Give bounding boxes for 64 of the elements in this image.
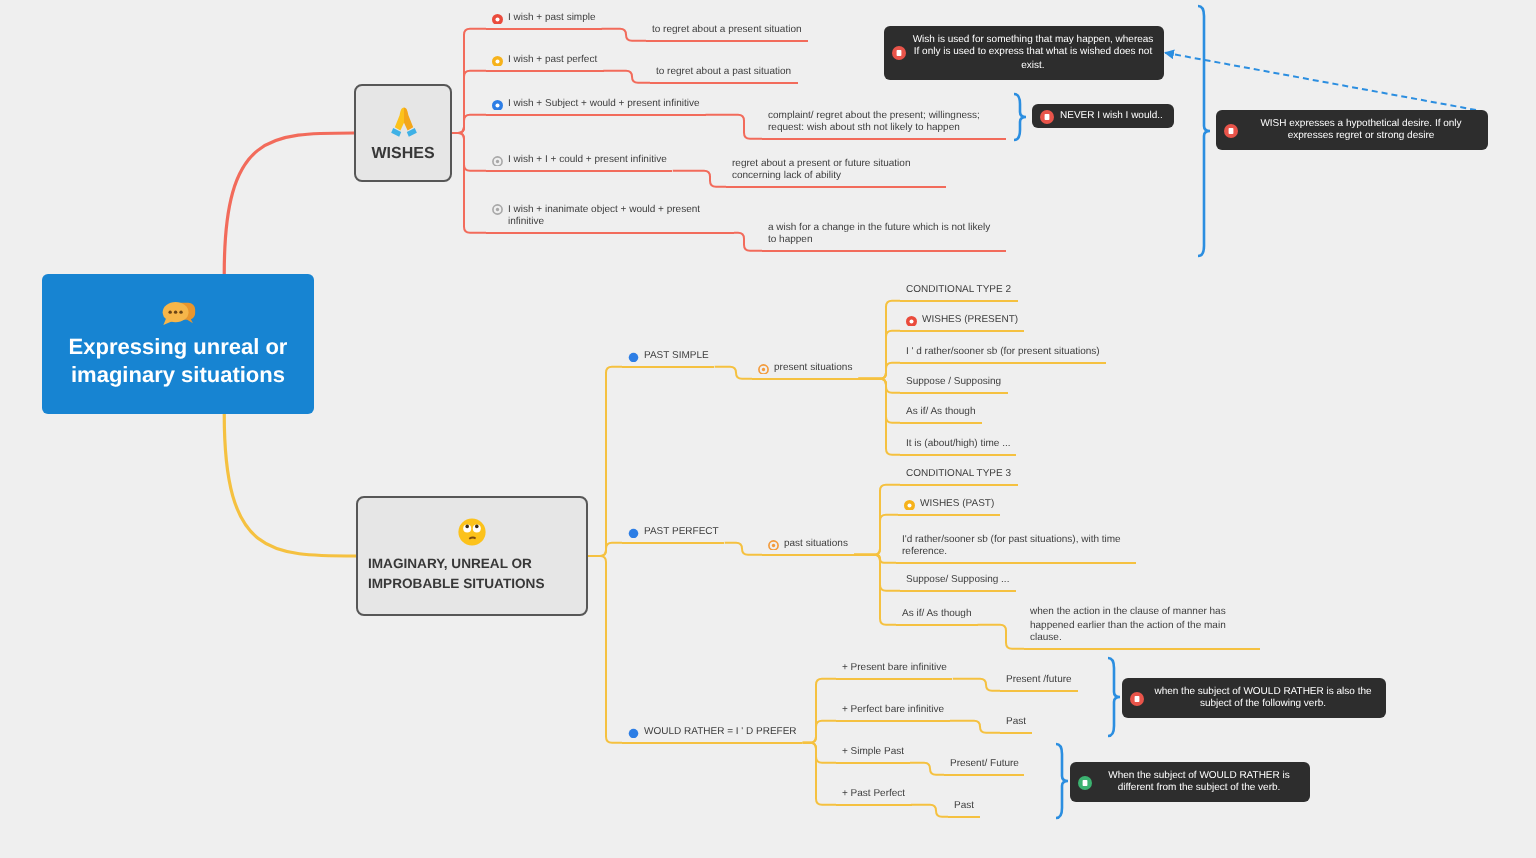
- callout-box: [1122, 678, 1386, 718]
- underlined-topic: [836, 702, 950, 722]
- branch-line: [857, 377, 901, 456]
- underlined-topic: [896, 531, 1136, 564]
- branch-line: [602, 69, 651, 84]
- underlined-topic: [762, 107, 1006, 140]
- underlined-topic: [622, 348, 715, 368]
- branch-line: [949, 719, 1001, 734]
- branch-line: [852, 553, 897, 626]
- underlined-topic: [1000, 672, 1078, 692]
- topic-box: [354, 84, 452, 182]
- underlined-topic: [900, 282, 1018, 302]
- underlined-topic: [646, 22, 808, 42]
- underlined-topic: [836, 744, 910, 764]
- underlined-topic: [486, 10, 602, 30]
- topic-label: WISHES: [371, 143, 435, 161]
- branch-line: [222, 131, 354, 275]
- callout-box: [1070, 762, 1310, 802]
- underlined-topic: [1000, 714, 1033, 734]
- underlined-topic: [900, 436, 1017, 456]
- underlined-topic: [486, 52, 604, 72]
- underlined-topic: [726, 155, 946, 188]
- underlined-topic: [900, 466, 1018, 486]
- underlined-topic: [896, 606, 978, 626]
- topic-box: [356, 496, 588, 616]
- branch-line: [671, 169, 727, 188]
- underlined-topic: [836, 786, 912, 806]
- branch-line: [222, 413, 356, 558]
- branch-line: [801, 741, 837, 806]
- underlined-topic: [836, 660, 953, 680]
- underlined-topic: [900, 572, 1016, 592]
- underlined-topic: [948, 798, 981, 818]
- callout-box: [1032, 104, 1175, 128]
- branch-line: [713, 365, 753, 380]
- branch-line: [909, 761, 945, 776]
- underlined-topic: [486, 201, 734, 234]
- branch-line: [951, 677, 1001, 692]
- underlined-topic: [898, 496, 1001, 516]
- branch-line: [723, 541, 763, 556]
- branch-line: [976, 623, 1025, 650]
- callout-box: [1216, 110, 1488, 150]
- central-topic-box: [42, 274, 314, 414]
- underlined-topic: [622, 724, 803, 744]
- branch-line: [600, 27, 647, 42]
- callout-box: [884, 26, 1164, 79]
- dashed-arrow: [1163, 49, 1477, 111]
- underlined-topic: [1024, 604, 1260, 650]
- branch-line: [704, 113, 763, 140]
- underlined-topic: [900, 344, 1106, 364]
- underlined-topic: [486, 152, 673, 172]
- underlined-topic: [650, 64, 798, 84]
- branch-line: [587, 555, 623, 744]
- underlined-topic: [762, 536, 854, 556]
- branch-line: [910, 803, 949, 818]
- underlined-topic: [762, 219, 1006, 252]
- underlined-topic: [752, 360, 859, 380]
- underlined-topic: [900, 374, 1008, 394]
- underlined-topic: [486, 96, 706, 116]
- underlined-topic: [944, 756, 1025, 776]
- underlined-topic: [900, 312, 1025, 332]
- underlined-topic: [622, 524, 725, 544]
- branch-line: [733, 231, 763, 252]
- topic-title: Expressing unreal or imaginary situations: [66, 333, 290, 389]
- underlined-topic: [900, 404, 982, 424]
